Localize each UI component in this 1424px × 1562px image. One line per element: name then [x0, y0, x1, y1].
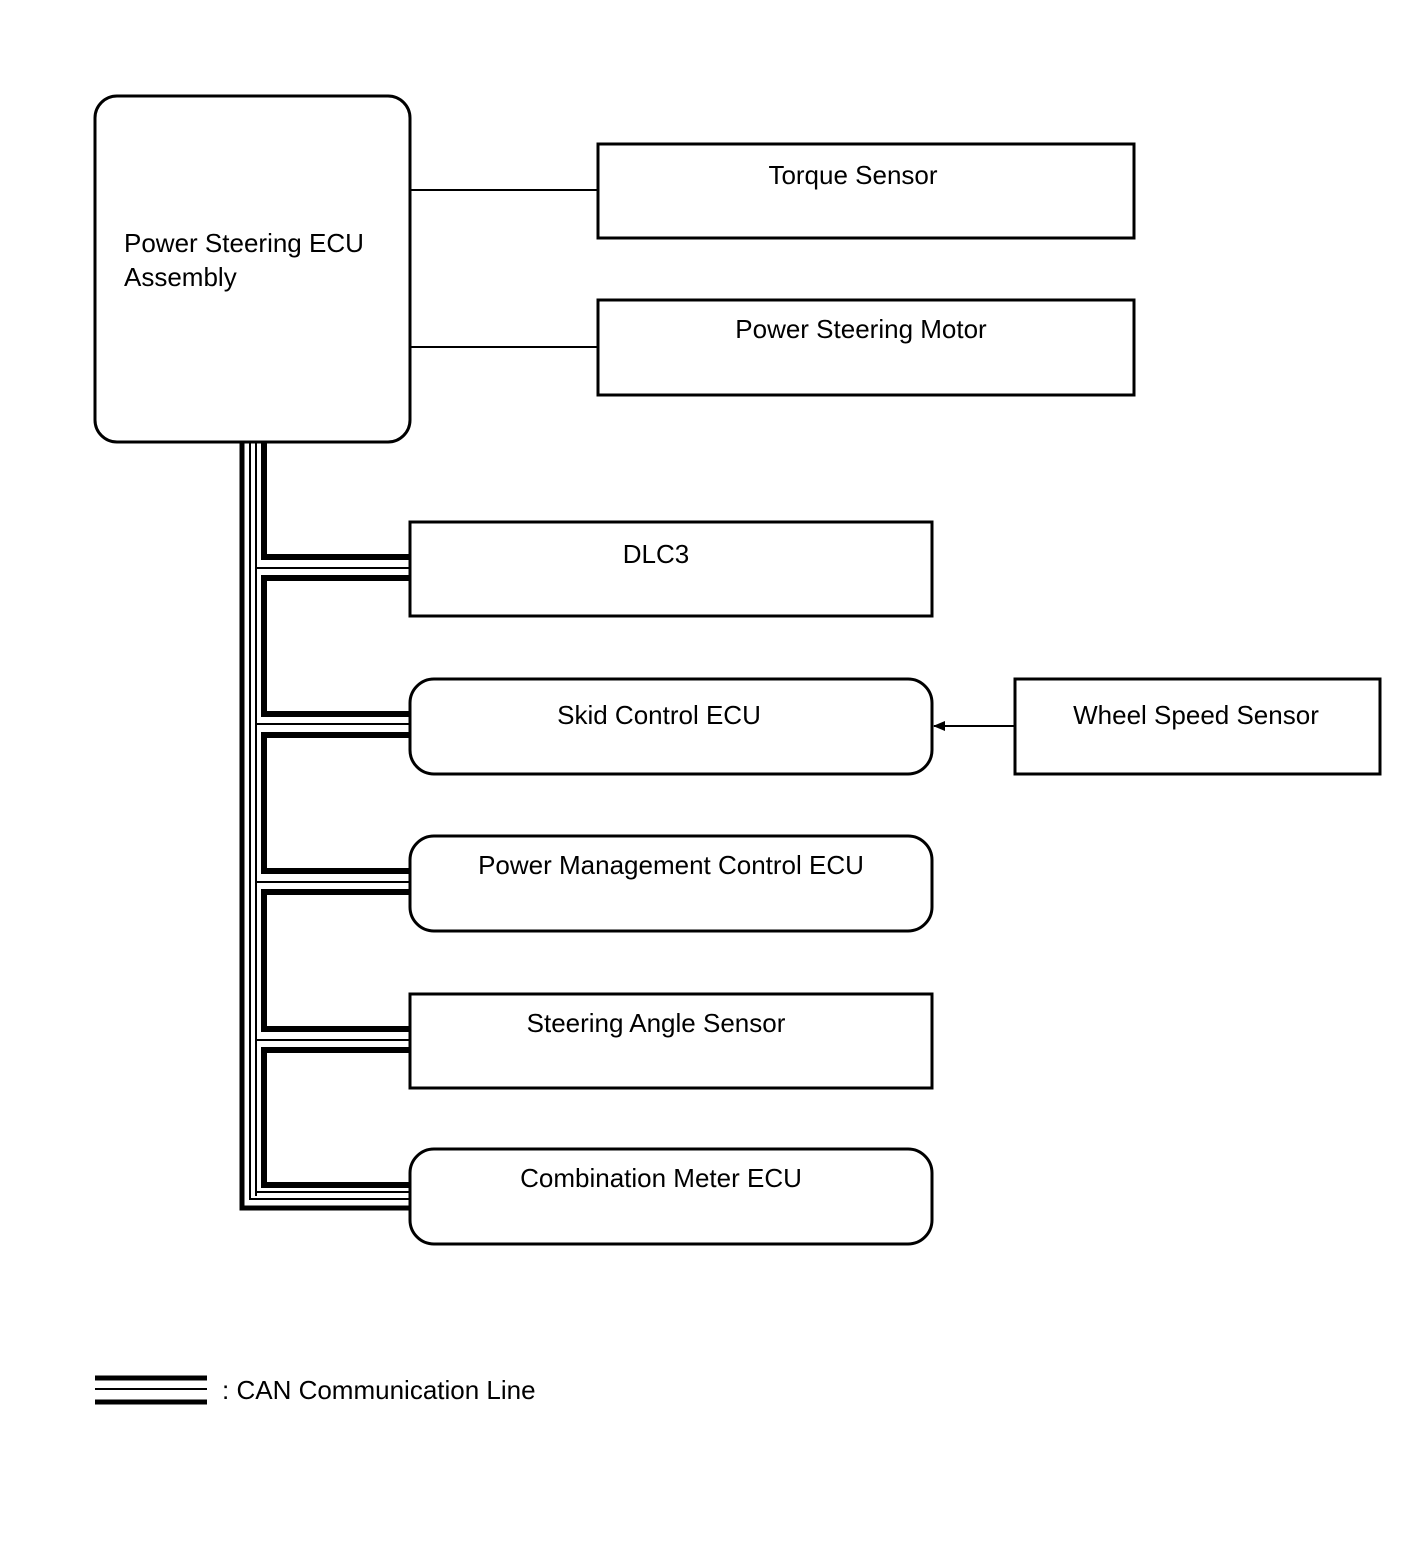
- can-chain-segment-5: [261, 1047, 410, 1188]
- combination-meter-ecu-box: [408, 1147, 934, 1246]
- can-bus: [239, 442, 410, 1211]
- power-management-control-ecu-label: Power Management Control ECU: [478, 850, 864, 880]
- can-trunk-thick: [239, 442, 410, 1211]
- power-management-control-ecu-box: [408, 834, 934, 933]
- torque-sensor-label: Torque Sensor: [768, 160, 938, 190]
- skid-control-ecu-box: [408, 677, 934, 776]
- ecu-label-line1: Power Steering ECU: [124, 228, 364, 258]
- can-chain-segment-1: [261, 442, 410, 560]
- ecu-box: [93, 94, 412, 444]
- steering-angle-sensor-label: Steering Angle Sensor: [526, 1008, 786, 1038]
- legend-can-symbol: [95, 1375, 207, 1405]
- wheel-speed-sensor-label: Wheel Speed Sensor: [1073, 700, 1319, 730]
- combination-meter-ecu-label: Combination Meter ECU: [520, 1163, 802, 1193]
- dlc3-label: DLC3: [622, 539, 690, 569]
- can-chain-segment-2: [261, 575, 410, 717]
- can-chain-segment-3: [261, 732, 410, 874]
- can-trunk-thin: [249, 442, 410, 1200]
- power-steering-motor-label: Power Steering Motor: [735, 314, 987, 344]
- ecu-label-line2: Assembly: [124, 262, 237, 292]
- legend-label: : CAN Communication Line: [222, 1375, 536, 1405]
- can-chain-segment-4: [261, 889, 410, 1032]
- skid-control-ecu-label: Skid Control ECU: [557, 700, 761, 730]
- ecu-label: Power Steering ECU Assembly: [124, 226, 364, 294]
